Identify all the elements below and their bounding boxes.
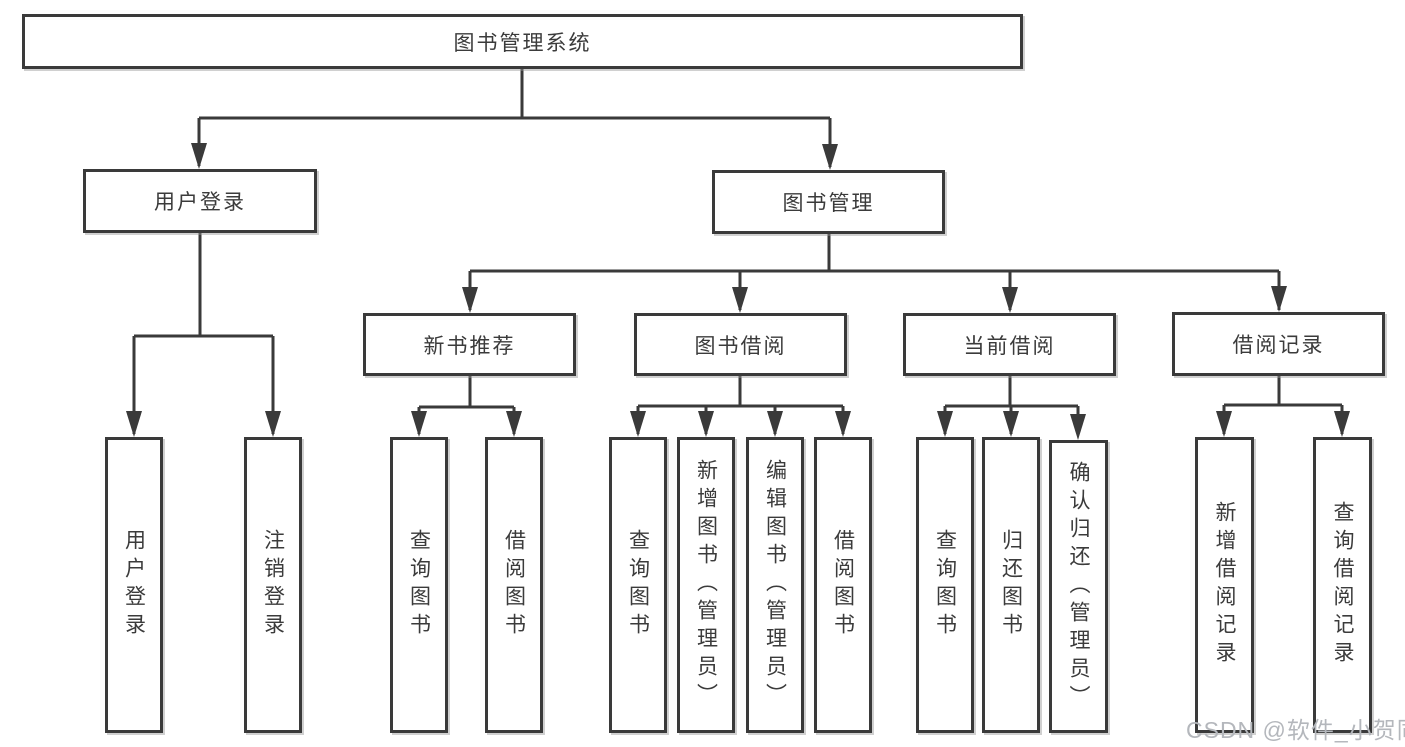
- arrow-down-icon: [630, 411, 646, 437]
- arrow-down-icon: [1070, 414, 1086, 440]
- arrowheads: [126, 143, 1350, 440]
- arrow-down-icon: [1002, 287, 1018, 313]
- arrow-down-icon: [767, 411, 783, 437]
- leaf-user-login: 用户登录: [105, 437, 163, 733]
- node-user-login: 用户登录: [83, 169, 317, 233]
- connector-book-management-branch: [468, 234, 1281, 310]
- arrow-down-icon: [126, 411, 142, 437]
- leaf-edit-books-admin: 编辑图书（管理员）: [746, 437, 804, 733]
- node-borrow-records: 借阅记录: [1172, 312, 1385, 376]
- arrow-down-icon: [822, 144, 838, 170]
- node-book-management: 图书管理: [712, 170, 945, 234]
- arrow-down-icon: [835, 411, 851, 437]
- arrow-down-icon: [411, 411, 427, 437]
- node-current-borrow: 当前借阅: [903, 313, 1116, 376]
- leaf-return-books: 归还图书: [982, 437, 1040, 733]
- arrow-down-icon: [1216, 411, 1232, 437]
- leaf-confirm-return-admin: 确认归还（管理员）: [1049, 440, 1108, 733]
- arrow-down-icon: [1271, 286, 1287, 312]
- arrow-down-icon: [265, 411, 281, 437]
- arrow-down-icon: [191, 143, 207, 169]
- node-new-book-recommend: 新书推荐: [363, 313, 576, 376]
- connector-user-login-branch: [132, 232, 275, 434]
- arrow-down-icon: [732, 287, 748, 313]
- leaf-query-books-borrow: 查询图书: [609, 437, 667, 733]
- connector-root-to-level2: [197, 68, 832, 167]
- arrow-down-icon: [937, 411, 953, 437]
- connector-borrow-records-branch: [1222, 376, 1344, 434]
- csdn-watermark: CSDN @软件_小贺同学: [1186, 717, 1405, 743]
- leaf-add-books-admin: 新增图书（管理员）: [677, 437, 735, 733]
- leaf-query-books-recommend: 查询图书: [390, 437, 448, 733]
- leaf-borrow-books-recommend: 借阅图书: [485, 437, 543, 733]
- arrow-down-icon: [1003, 411, 1019, 437]
- leaf-query-borrow-record: 查询借阅记录: [1313, 437, 1372, 733]
- connector-new-book-branch: [417, 376, 516, 434]
- leaf-query-books-current: 查询图书: [916, 437, 974, 733]
- leaf-add-borrow-record: 新增借阅记录: [1195, 437, 1254, 733]
- arrow-down-icon: [1334, 411, 1350, 437]
- node-book-borrow: 图书借阅: [634, 313, 847, 376]
- leaf-borrow-books: 借阅图书: [814, 437, 872, 733]
- arrow-down-icon: [462, 287, 478, 313]
- connector-book-borrow-branch: [636, 376, 845, 434]
- arrow-down-icon: [506, 411, 522, 437]
- leaf-logout: 注销登录: [244, 437, 302, 733]
- node-root-system: 图书管理系统: [22, 14, 1023, 69]
- arrow-down-icon: [698, 411, 714, 437]
